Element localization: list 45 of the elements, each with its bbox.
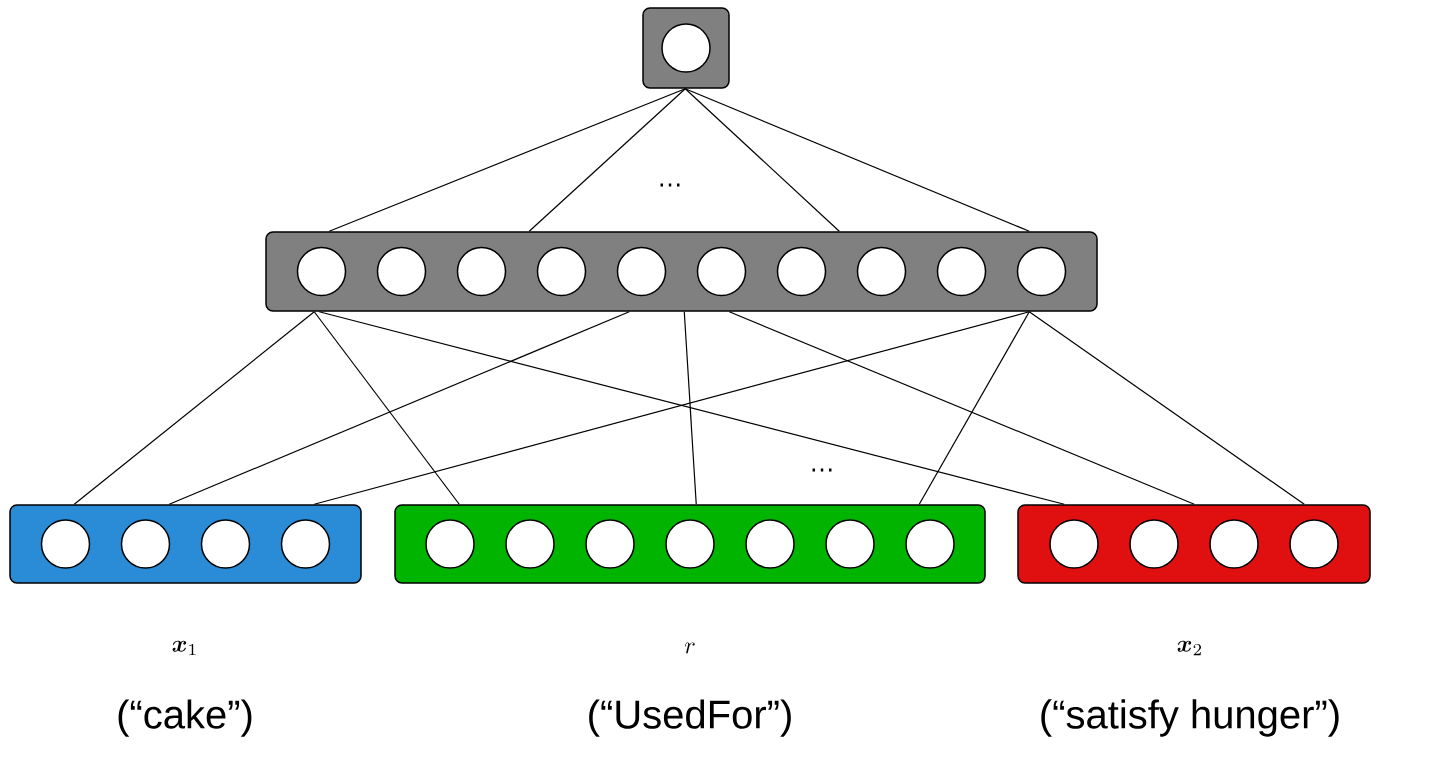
neuron-circle [1129, 519, 1179, 569]
neuron-circle [661, 23, 711, 73]
connection-line [684, 88, 840, 232]
caption: (“cake”) [118, 699, 252, 737]
math-label: $\boldsymbol{x}_1$ [172, 640, 196, 656]
neuron-circle [1289, 519, 1339, 569]
math-label: $r$ [684, 642, 695, 654]
connection-line [683, 311, 697, 505]
neuron-circle [1016, 246, 1067, 297]
neuron-circle [585, 519, 635, 569]
neuron-circle [936, 246, 987, 297]
connection-line [168, 311, 630, 505]
connection-line [684, 88, 1030, 232]
connection-line [328, 88, 686, 232]
connection-line [528, 88, 686, 232]
neuron-circle [745, 519, 795, 569]
neuron-circle [536, 246, 587, 297]
neuron-circle [856, 246, 907, 297]
neuron-circle [456, 246, 507, 297]
neuron-circle [425, 519, 475, 569]
neuron-circle [200, 519, 251, 569]
neuron-circle [776, 246, 827, 297]
neuron-circle [40, 519, 91, 569]
neuron-circle [280, 519, 331, 569]
connection-line [73, 311, 315, 505]
neuron-circle [296, 246, 347, 297]
neuron-circle [1209, 519, 1259, 569]
connection-line [1028, 311, 1305, 505]
ellipsis: … [812, 468, 832, 472]
neuron-circle [616, 246, 667, 297]
caption: (“satisfy hunger”) [1041, 699, 1339, 737]
neuron-circle [505, 519, 555, 569]
connection-line [918, 311, 1030, 505]
neuron-circle [120, 519, 171, 569]
neuron-circle [665, 519, 715, 569]
neuron-circle [696, 246, 747, 297]
connection-line [728, 311, 1195, 505]
caption: (“UsedFor”) [589, 699, 791, 737]
neuron-circle [376, 246, 427, 297]
neuron-circle [1049, 519, 1099, 569]
neuron-circle [825, 519, 875, 569]
math-label: $\boldsymbol{x}_2$ [1177, 640, 1201, 656]
neuron-circle [905, 519, 955, 569]
connection-line [313, 311, 460, 505]
ellipsis: … [660, 183, 680, 187]
